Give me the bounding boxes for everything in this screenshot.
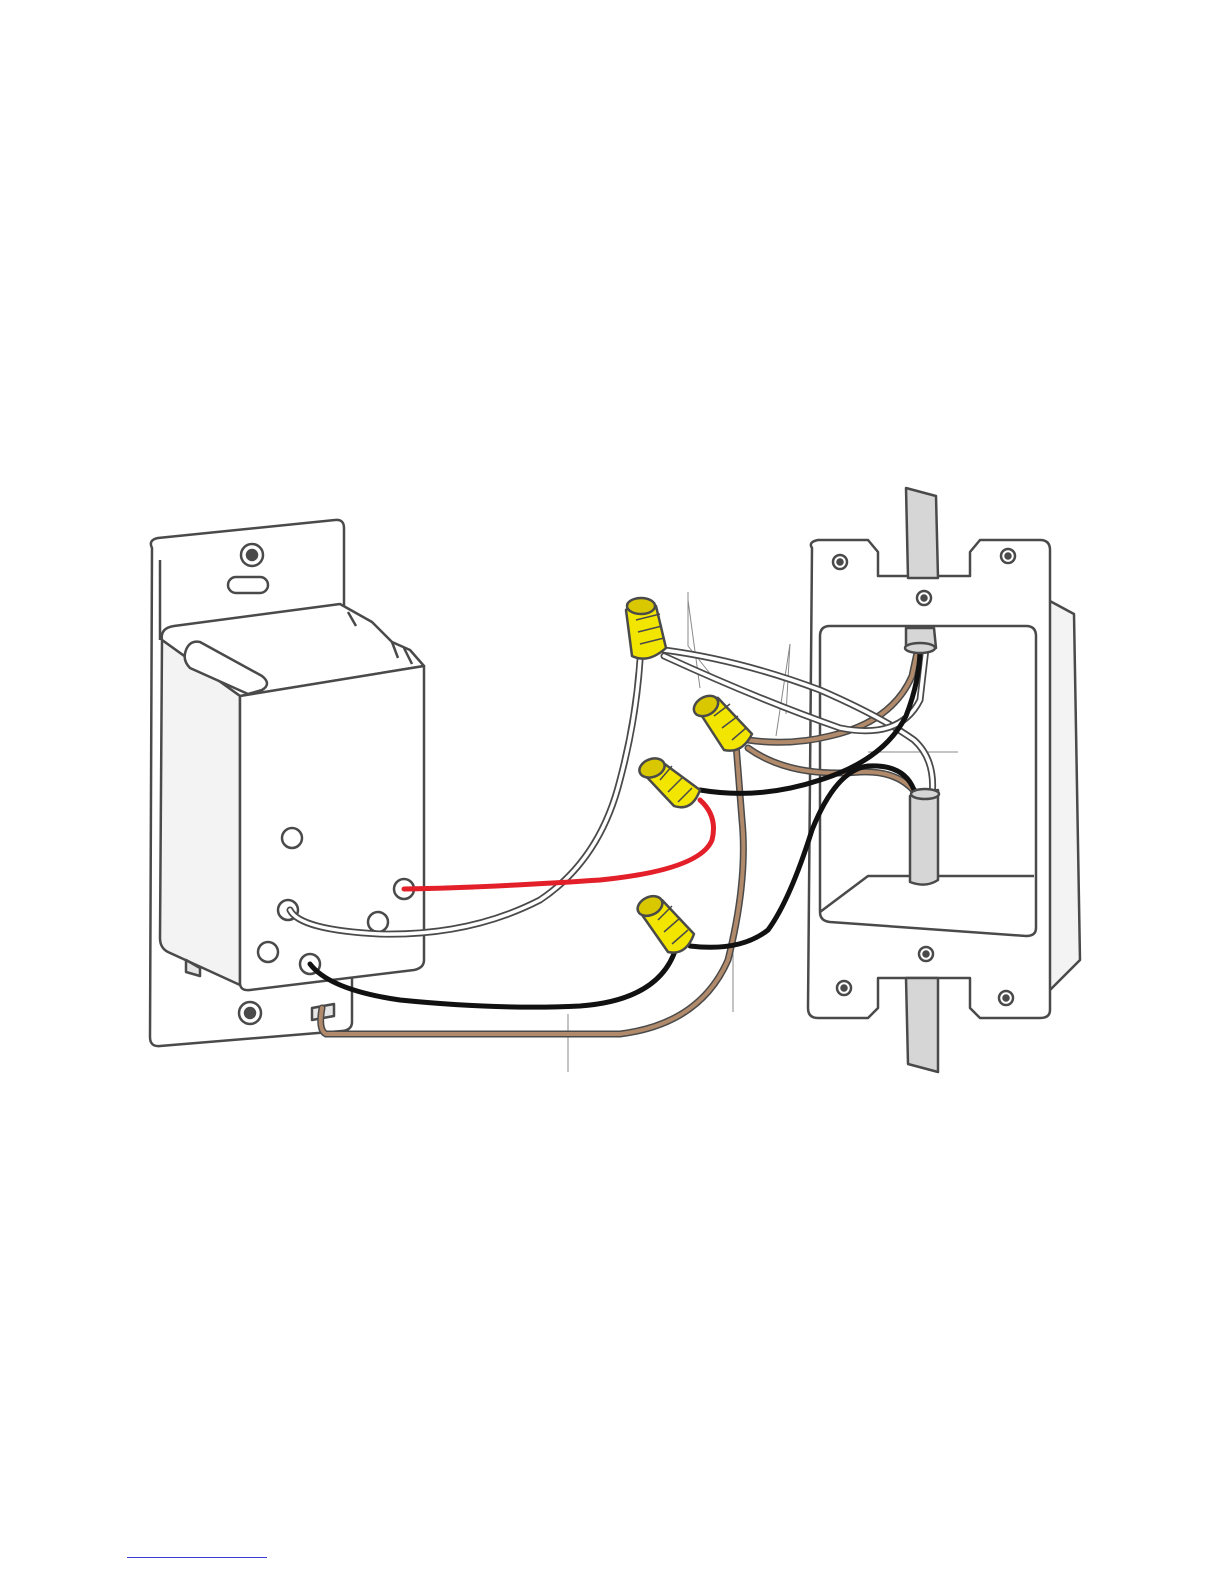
cable-sheath-top xyxy=(906,488,938,578)
strap-slot xyxy=(228,577,268,593)
cable-inside-bottom xyxy=(910,790,938,885)
terminal-lower-left xyxy=(258,942,278,962)
traveler-wire-red xyxy=(404,800,714,889)
single-gang-electrical-box xyxy=(808,488,1080,1072)
front-hole-upper xyxy=(282,828,302,848)
wire-nut-red-to-black xyxy=(637,755,700,807)
wire-nut-ground xyxy=(690,692,752,751)
dimmer-switch xyxy=(150,520,424,1046)
wire-nut-neutral xyxy=(626,598,666,659)
cable-end-top xyxy=(905,643,935,653)
footnote-rule xyxy=(127,1557,267,1558)
switch-body-side xyxy=(160,640,240,985)
cable-end-bottom xyxy=(911,789,939,799)
terminal-aux-port xyxy=(368,912,388,932)
box-opening xyxy=(820,626,1036,936)
cable-sheath-bottom xyxy=(906,978,938,1072)
wire-nut-black xyxy=(634,892,694,952)
